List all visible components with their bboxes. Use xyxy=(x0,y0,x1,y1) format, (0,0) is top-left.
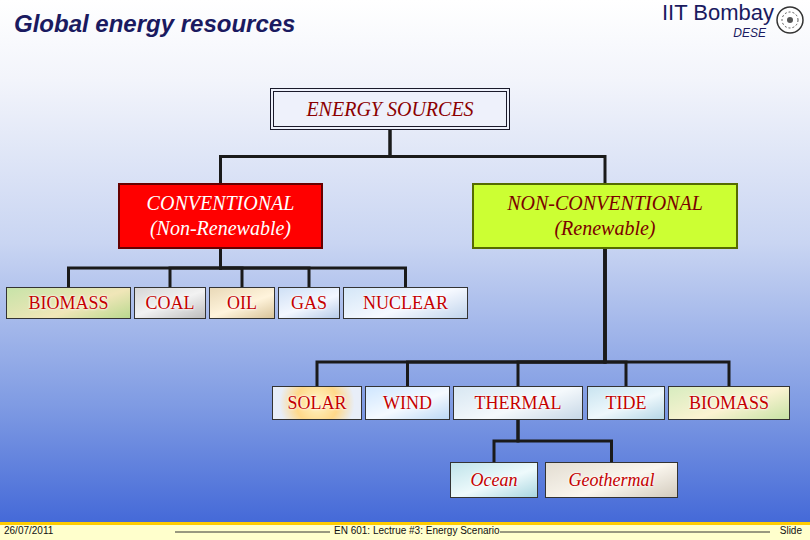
source-tile: WIND xyxy=(365,386,450,420)
source-tile: BIOMASS xyxy=(6,287,131,319)
tree-connector xyxy=(221,249,406,287)
tree-connector xyxy=(317,249,605,386)
root-box: ENERGY SOURCES xyxy=(270,88,510,130)
tree-connector xyxy=(518,249,605,386)
department-name: DESE xyxy=(733,26,766,40)
source-tile: SOLAR xyxy=(272,386,362,420)
institute-name: IIT Bombay xyxy=(662,0,774,26)
node-label: BIOMASS xyxy=(28,293,108,314)
footer-course: EN 601: Lectrue #3: Energy Scenario xyxy=(334,525,500,536)
node-label: BIOMASS xyxy=(689,393,769,414)
tree-connector xyxy=(69,249,221,287)
source-tile: Geothermal xyxy=(545,462,678,498)
footer-stripe xyxy=(0,522,810,525)
node-label: GAS xyxy=(291,293,327,314)
node-label: THERMAL xyxy=(475,393,562,414)
category-box: CONVENTIONAL (Non-Renewable) xyxy=(118,183,323,249)
footer-bar xyxy=(0,522,810,540)
node-label: COAL xyxy=(146,293,195,314)
source-tile: THERMAL xyxy=(453,386,583,420)
node-label: WIND xyxy=(383,393,432,414)
source-tile: TIDE xyxy=(587,386,665,420)
node-label: SOLAR xyxy=(287,393,346,414)
tree-connector xyxy=(605,249,729,386)
institute-logo xyxy=(777,7,803,33)
tree-connector xyxy=(605,249,626,386)
footer-slide: Slide xyxy=(780,525,802,536)
node-label: CONVENTIONAL (Non-Renewable) xyxy=(130,191,311,241)
tree-connector xyxy=(518,420,612,462)
source-tile: OIL xyxy=(209,287,275,319)
tree-connector xyxy=(494,420,518,462)
node-label: Geothermal xyxy=(569,470,655,491)
node-label: NUCLEAR xyxy=(363,293,448,314)
source-tile: Ocean xyxy=(450,462,538,498)
node-label: NON-CONVENTIONAL (Renewable) xyxy=(484,191,726,241)
node-label: TIDE xyxy=(606,393,647,414)
source-tile: BIOMASS xyxy=(668,386,790,420)
tree-connector xyxy=(170,249,221,287)
source-tile: COAL xyxy=(134,287,206,319)
footer-rule xyxy=(500,532,770,533)
slide-title: Global energy resources xyxy=(14,10,295,38)
tree-connector xyxy=(390,130,605,183)
source-tile: GAS xyxy=(278,287,340,319)
category-box: NON-CONVENTIONAL (Renewable) xyxy=(472,183,738,249)
tree-connector xyxy=(221,130,391,183)
node-label: Ocean xyxy=(471,470,518,491)
footer-date: 26/07/2011 xyxy=(4,525,53,536)
footer-rule xyxy=(175,532,330,533)
source-tile: NUCLEAR xyxy=(343,287,468,319)
node-label: ENERGY SOURCES xyxy=(306,98,473,121)
node-label: OIL xyxy=(227,293,257,314)
